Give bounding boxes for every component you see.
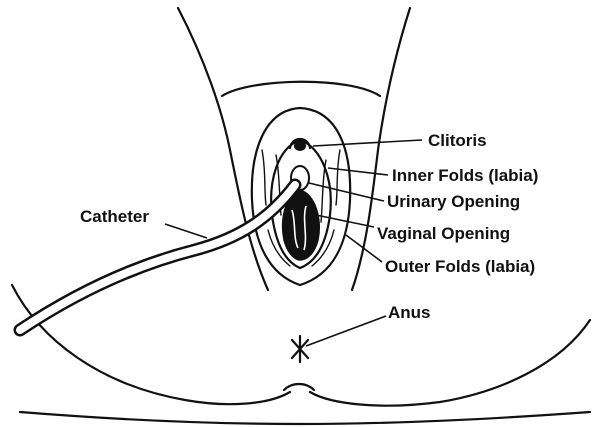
anus-mark (292, 336, 308, 362)
mons-outline (222, 82, 380, 96)
label-urinary-opening: Urinary Opening (387, 192, 520, 211)
lower-curve-right (310, 320, 590, 406)
clitoris-mark (294, 141, 306, 151)
buttock-cleft (284, 384, 314, 390)
label-clitoris: Clitoris (428, 131, 487, 150)
leader-catheter (165, 224, 207, 238)
leader-clitoris (313, 140, 422, 146)
leader-vaginal-opening (316, 215, 374, 227)
bottom-edge-left (20, 412, 300, 424)
catheter-tube-inner (20, 185, 295, 330)
bottom-edge-right (300, 412, 590, 424)
label-vaginal-opening: Vaginal Opening (377, 224, 510, 243)
label-anus: Anus (388, 303, 431, 322)
leader-anus (306, 316, 386, 346)
label-outer-folds: Outer Folds (labia) (385, 257, 535, 276)
label-catheter: Catheter (80, 207, 149, 226)
right-thigh-outline (352, 8, 410, 290)
label-inner-folds: Inner Folds (labia) (392, 166, 538, 185)
